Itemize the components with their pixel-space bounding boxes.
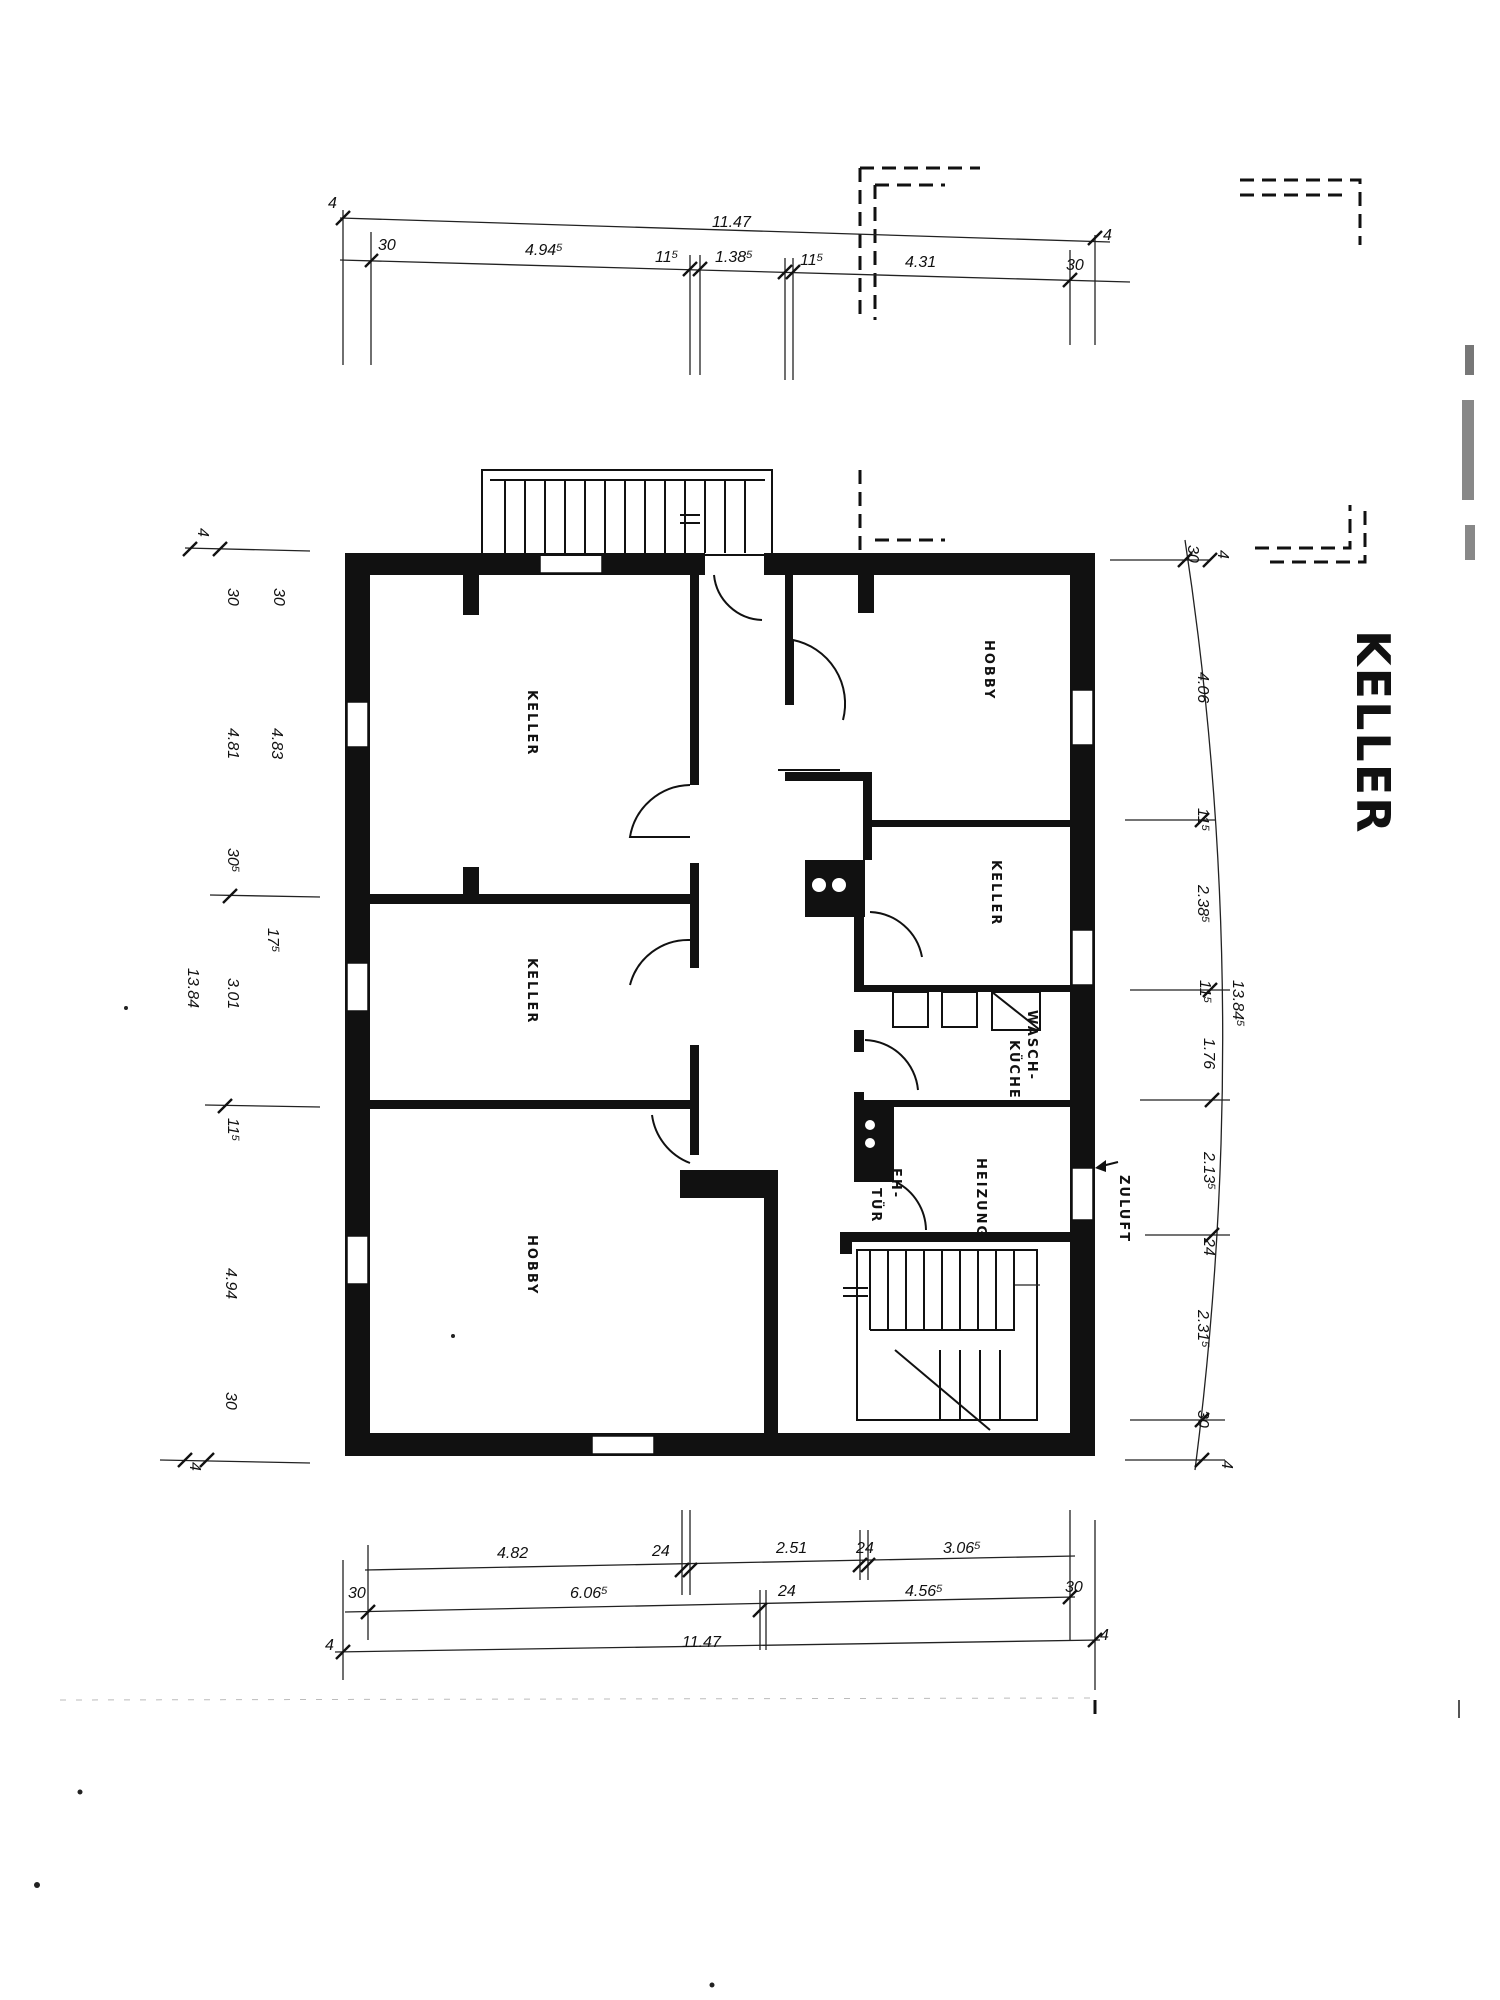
dim-top-138: 1.38⁵ (715, 249, 753, 266)
dim-bottom-24b: 24 (855, 1540, 874, 1557)
zuluft-arrow (1095, 1160, 1119, 1172)
room-heizung: HEIZUNG (973, 1158, 988, 1238)
room-hobby-2: HOBBY (981, 640, 996, 700)
entry-stair (481, 469, 773, 556)
dim-top-total: 11.47 (712, 214, 752, 231)
bottom-dimension-labels: 4.82 24 2.51 24 3.06⁵ 30 6.06⁵ 24 4.56⁵ … (325, 1540, 1109, 1654)
dim-left-301: 3.01 (224, 978, 241, 1009)
dim-right-2385: 2.38⁵ (1194, 884, 1211, 923)
dim-bottom-251: 2.51 (775, 1540, 807, 1557)
dim-bottom-4565: 4.56⁵ (905, 1583, 943, 1600)
dim-left-115: 11⁵ (224, 1118, 241, 1142)
top-dimension-labels: 11.47 4 30 4.94⁵ 11⁵ 1.38⁵ 11⁵ 4.31 30 4 (328, 195, 1112, 274)
dim-left-175: 17⁵ (264, 928, 281, 953)
room-wasch-a: WASCH- (1024, 1010, 1039, 1081)
dim-top-30b: 30 (1066, 257, 1084, 274)
dim-left-483: 4.83 (268, 728, 285, 759)
dim-right-24: 24 (1200, 1237, 1217, 1256)
dim-bottom-482: 4.82 (497, 1545, 528, 1562)
room-keller-1: KELLER (524, 690, 539, 756)
chimney-flues (812, 878, 875, 1148)
dim-right-2315: 2.31⁵ (1194, 1309, 1211, 1348)
dim-top-115b: 11⁵ (800, 252, 824, 269)
right-dimension-labels: 30 4 4.06 11⁵ 2.38⁵ 11⁵ 13.84⁵ 1.76 2.13… (1184, 545, 1246, 1469)
dim-top-30a: 30 (378, 237, 396, 254)
left-dimension-labels: 4 30 30 4.83 4.81 30⁵ 17⁵ 13.84 3.01 11⁵… (184, 528, 287, 1471)
sheet-title: KELLER (1346, 630, 1400, 835)
dim-top-4b: 4 (1103, 227, 1112, 244)
dim-left-30c: 30 (222, 1392, 239, 1410)
dim-right-4a: 4 (1214, 550, 1231, 559)
dim-top-494: 4.94⁵ (525, 242, 563, 259)
dim-right-30a: 30 (1184, 545, 1201, 563)
room-labels: KELLER KELLER HOBBY HOBBY KELLER WASCH- … (524, 640, 1131, 1295)
dim-right-4b: 4 (1218, 1460, 1235, 1469)
label-fh-b: TÜR (868, 1188, 884, 1223)
label-zuluft: ZULUFT (1116, 1175, 1131, 1243)
dim-bottom-4a: 4 (325, 1637, 334, 1654)
dim-right-115a: 11⁵ (1194, 808, 1211, 832)
wasch-appliances (892, 991, 1041, 1031)
dim-bottom-6065: 6.06⁵ (570, 1585, 608, 1602)
dim-bottom-30a: 30 (348, 1585, 366, 1602)
dim-left-4b: 4 (186, 1462, 203, 1471)
dim-right-406: 4.06 (1194, 672, 1211, 703)
dim-top-431: 4.31 (905, 254, 936, 271)
dim-right-115b: 11⁵ (1196, 980, 1213, 1004)
dim-left-481: 4.81 (224, 728, 241, 759)
dim-right-30b: 30 (1194, 1410, 1211, 1428)
dim-left-1384: 13.84 (184, 968, 201, 1008)
right-dimension-lines (1110, 539, 1230, 1471)
dim-left-30a: 30 (224, 588, 241, 606)
dim-left-305: 30⁵ (224, 848, 241, 873)
room-hobby-1: HOBBY (524, 1235, 539, 1295)
dim-right-1384: 13.84⁵ (1229, 980, 1246, 1027)
room-keller-3: KELLER (988, 860, 1003, 926)
dim-bottom-total: 11.47 (682, 1634, 722, 1651)
bottom-dimension-lines (334, 1510, 1103, 1690)
room-wasch-b: KÜCHE (1006, 1040, 1022, 1100)
dim-bottom-3065: 3.06⁵ (943, 1540, 981, 1557)
left-dimension-lines (159, 541, 321, 1468)
dim-bottom-24c: 24 (777, 1583, 796, 1600)
dim-bottom-30b: 30 (1065, 1579, 1083, 1596)
doors (628, 574, 927, 1231)
dim-right-2135: 2.13⁵ (1200, 1151, 1217, 1190)
dim-left-30b: 30 (270, 588, 287, 606)
dim-bottom-4b: 4 (1100, 1627, 1109, 1644)
dim-right-176: 1.76 (1200, 1038, 1217, 1069)
dashed-projections (858, 166, 1367, 1720)
room-keller-2: KELLER (524, 958, 539, 1024)
basement-stair (843, 1249, 1040, 1431)
top-dimension-lines (335, 210, 1131, 380)
dim-left-494: 4.94 (222, 1268, 239, 1299)
dim-top-115a: 11⁵ (655, 249, 679, 266)
dim-left-4a: 4 (194, 528, 211, 537)
dim-bottom-24a: 24 (651, 1543, 670, 1560)
windows (346, 554, 1094, 1455)
interior-walls (345, 575, 1075, 1440)
label-fh-a: FH- (888, 1168, 903, 1199)
dim-top-4a: 4 (328, 195, 337, 212)
scan-marks (34, 345, 1475, 1988)
